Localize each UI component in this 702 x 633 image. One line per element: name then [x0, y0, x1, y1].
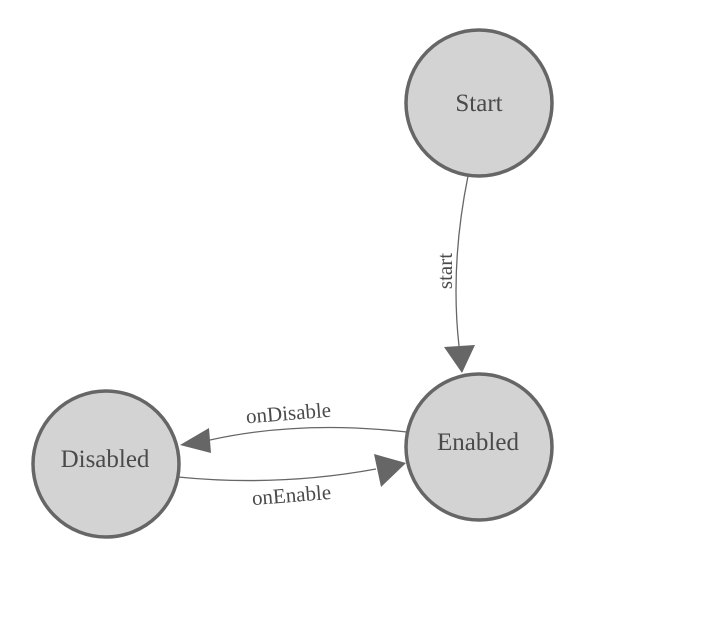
edge-ondisable: onDisable: [180, 398, 408, 453]
edge-ondisable-line: [209, 426, 408, 441]
edge-onenable-line: [177, 468, 377, 482]
edge-onenable-label: onEnable: [251, 480, 332, 510]
node-start-label: Start: [455, 90, 502, 117]
node-start-circle: [404, 28, 554, 178]
edge-start: start: [433, 175, 475, 373]
node-enabled: Enabled: [404, 372, 554, 522]
edge-start-arrowhead-icon: [444, 345, 475, 373]
node-enabled-circle: [404, 372, 554, 522]
edge-onenable: onEnable: [177, 454, 406, 510]
edge-start-label: start: [433, 253, 457, 289]
node-disabled-circle: [31, 389, 181, 539]
node-disabled-label: Disabled: [61, 446, 150, 473]
node-disabled: Disabled: [31, 389, 181, 539]
edge-ondisable-arrowhead-icon: [180, 428, 211, 453]
node-start: Start: [404, 28, 554, 178]
edge-start-line: [455, 175, 469, 347]
node-enabled-label: Enabled: [437, 429, 519, 456]
edge-onenable-arrowhead-icon: [374, 454, 406, 487]
edge-ondisable-label: onDisable: [245, 398, 332, 429]
